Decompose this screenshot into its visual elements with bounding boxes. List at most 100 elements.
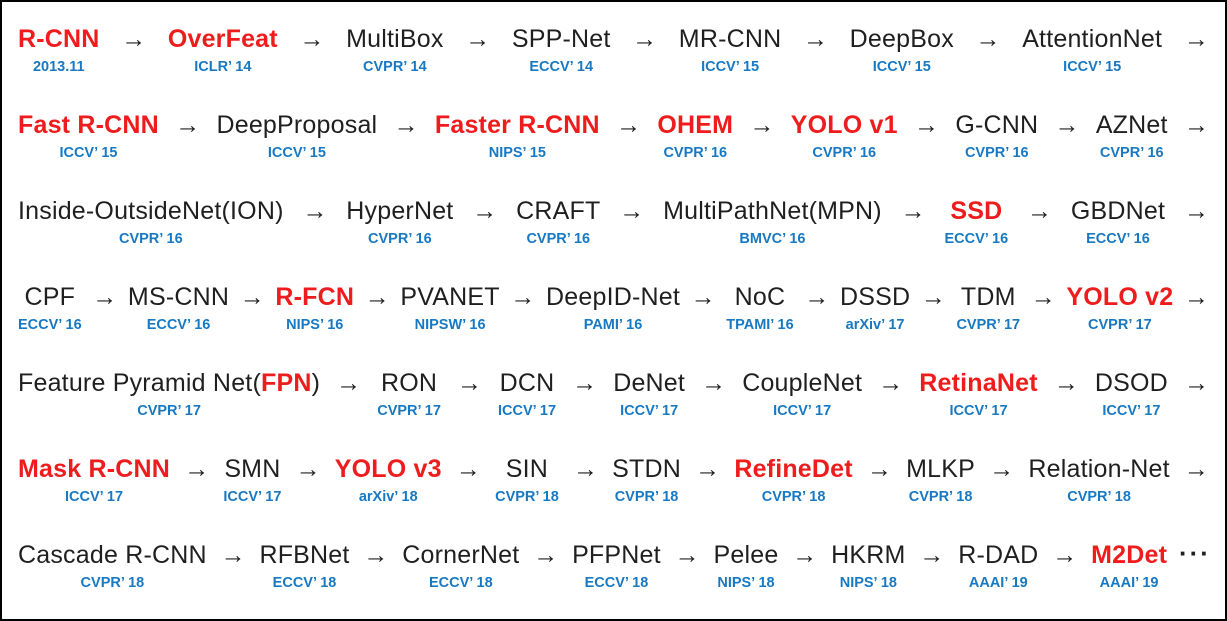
flow-arrow: →: [220, 541, 246, 569]
flow-arrow: →: [975, 25, 1001, 53]
model-name: R-DAD: [958, 541, 1039, 569]
venue-label: NIPSW’ 16: [414, 317, 486, 333]
flow-arrow: →: [1183, 369, 1209, 397]
flow-arrow: →: [299, 25, 325, 53]
model-name: RetinaNet: [919, 369, 1038, 397]
flow-arrow: →: [1052, 541, 1078, 569]
venue-label: ICCV’ 15: [1063, 59, 1122, 75]
flow-arrow: →: [1054, 111, 1080, 139]
venue-label: BMVC’ 16: [739, 231, 806, 247]
model-name: HKRM: [831, 541, 906, 569]
venue-label: ICCV’ 17: [1102, 403, 1161, 419]
flow-arrow: →: [572, 455, 598, 483]
model-name: SIN: [505, 455, 549, 483]
flow-arrow: →: [616, 111, 642, 139]
model-name: DeepBox: [849, 25, 954, 53]
model-name: TDM: [960, 283, 1016, 311]
venue-label: ICCV’ 17: [65, 489, 124, 505]
model-name: STDN: [612, 455, 681, 483]
flow-arrow: →: [792, 541, 818, 569]
venue-label: ICCV’ 15: [267, 145, 326, 161]
model-name: RFBNet: [259, 541, 350, 569]
model-name: DeepID-Net: [546, 283, 681, 311]
venue-label: CVPR’ 17: [137, 403, 201, 419]
model-name: CornerNet: [402, 541, 520, 569]
continuation-ellipsis: ···: [1178, 538, 1211, 568]
flow-arrow: →: [900, 197, 926, 225]
venue-label: CVPR’ 16: [1099, 145, 1164, 161]
model-name: Inside-OutsideNet(ION): [18, 197, 284, 225]
model-name: Faster R-CNN: [434, 111, 600, 139]
model-name: CPF: [24, 283, 76, 311]
flow-arrow: →: [336, 369, 362, 397]
venue-label: CVPR’ 14: [363, 59, 427, 75]
model-name: G-CNN: [955, 111, 1039, 139]
model-name: MS-CNN: [127, 283, 230, 311]
model-node: STDN CVPR’ 18: [612, 452, 681, 505]
venue-label: AAAI’ 19: [1099, 575, 1159, 591]
model-name-highlight: FPN: [260, 369, 312, 397]
model-name: PFPNet: [572, 541, 661, 569]
model-name: DSSD: [839, 283, 911, 311]
flow-arrow: →: [1183, 197, 1209, 225]
model-name: AZNet: [1095, 111, 1168, 139]
flow-arrow: →: [184, 455, 210, 483]
flow-arrow: →: [533, 541, 559, 569]
venue-label: CVPR’ 18: [80, 575, 145, 591]
flow-arrow: →: [695, 455, 721, 483]
venue-label: CVPR’ 16: [812, 145, 877, 161]
model-name: R-CNN: [18, 25, 100, 53]
model-name: Relation-Net: [1028, 455, 1170, 483]
flow-arrow: →: [572, 369, 598, 397]
model-name: DSOD: [1094, 369, 1168, 397]
venue-label: ICCV’ 17: [620, 403, 679, 419]
model-node: Cascade R-CNN CVPR’ 18: [18, 538, 207, 591]
flow-arrow: →: [690, 283, 716, 311]
model-name: RON: [380, 369, 438, 397]
model-name: OHEM: [657, 111, 734, 139]
model-name: OverFeat: [167, 25, 278, 53]
model-name: YOLO v2: [1066, 283, 1174, 311]
venue-label: CVPR’ 16: [368, 231, 432, 247]
venue-label: CVPR’ 18: [614, 489, 679, 505]
model-name: DeepProposal: [216, 111, 378, 139]
flow-arrow: →: [919, 541, 945, 569]
flow-arrow: →: [632, 25, 658, 53]
flow-arrow: →: [749, 111, 775, 139]
model-name: CRAFT: [516, 197, 601, 225]
model-name: NoC: [734, 283, 786, 311]
venue-label: CVPR’ 17: [956, 317, 1021, 333]
model-name: Cascade R-CNN: [18, 541, 207, 569]
model-name: Fast R-CNN: [18, 111, 159, 139]
